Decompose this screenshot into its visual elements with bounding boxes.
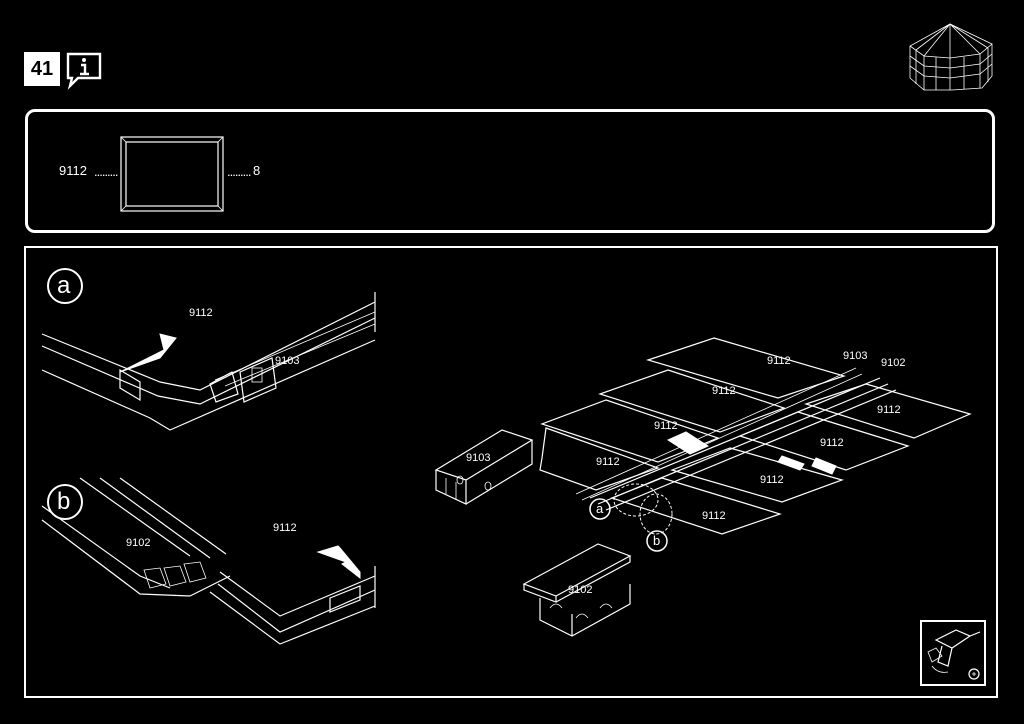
assembly-panel: a 9112 9103 b 9102 9112 bbox=[24, 246, 998, 698]
detail-b-letter-circle bbox=[47, 484, 83, 520]
callout-a-circle bbox=[589, 498, 611, 520]
info-speech-bubble-icon bbox=[66, 52, 102, 90]
overview-panel-label-4: 9112 bbox=[596, 456, 620, 468]
detail-a-drawing bbox=[41, 292, 376, 431]
profile-9103-drawing bbox=[434, 429, 534, 505]
detail-b-panel-label: 9112 bbox=[273, 522, 297, 534]
overview-panel-label-1: 9112 bbox=[767, 355, 791, 367]
overview-9103-top: 9103 bbox=[843, 350, 868, 362]
panel-frame-diagram bbox=[120, 136, 224, 212]
detail-a-letter: a bbox=[57, 272, 71, 299]
part-leader-left: ......... bbox=[94, 164, 118, 179]
overview-panel-label-7: 9112 bbox=[760, 474, 784, 486]
profile-9102-drawing bbox=[522, 543, 632, 637]
detail-b-profile-label: 9102 bbox=[126, 537, 151, 549]
step-number: 41 bbox=[24, 52, 60, 86]
overview-panel-label-6: 9112 bbox=[820, 437, 844, 449]
parts-panel: 9112 ......... ......... 8 bbox=[25, 109, 995, 233]
detail-b-letter: b bbox=[57, 488, 71, 515]
detail-a-letter-circle bbox=[47, 268, 83, 304]
part-leader-right: ......... bbox=[227, 164, 251, 179]
part-quantity: 8 bbox=[253, 163, 261, 178]
part-number: 9112 bbox=[59, 163, 87, 178]
gazebo-icon bbox=[909, 23, 993, 91]
overview-panel-label-2: 9112 bbox=[712, 385, 736, 397]
callout-b-letter: b bbox=[653, 533, 661, 548]
detail-a-panel-label: 9112 bbox=[189, 307, 213, 319]
overview-9102-top: 9102 bbox=[881, 357, 906, 369]
profile-9102-label: 9102 bbox=[568, 584, 593, 596]
profile-9103-label: 9103 bbox=[466, 452, 491, 464]
callout-a-letter: a bbox=[596, 501, 604, 516]
overview-panel-label-8: 9112 bbox=[702, 510, 726, 522]
callout-b-circle bbox=[646, 530, 668, 552]
overview-panel-label-5: 9112 bbox=[877, 404, 901, 416]
detail-a-profile-label: 9103 bbox=[275, 355, 300, 367]
power-drill-icon bbox=[920, 620, 986, 686]
roof-panel-overview bbox=[539, 337, 972, 535]
detail-b-drawing bbox=[41, 477, 376, 645]
overview-panel-label-3: 9112 bbox=[654, 420, 678, 432]
